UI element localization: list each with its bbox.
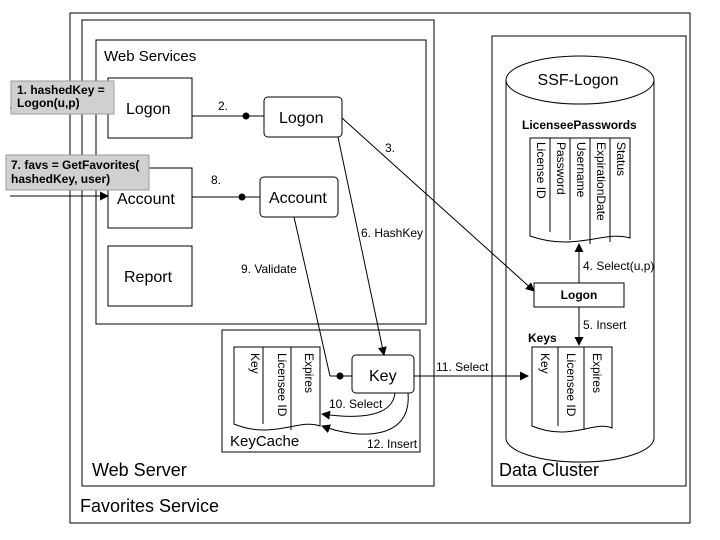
- callout-step-7-line-2: hashedKey, user): [11, 172, 110, 186]
- account-service-label: Account: [117, 191, 175, 208]
- report-service-box: [107, 245, 193, 307]
- callout-step-1-line-2: Logon(u,p): [17, 96, 80, 110]
- step-6-label: 6. HashKey: [361, 226, 423, 240]
- logon-impl-label: Logon: [279, 110, 324, 127]
- logon-db-label: Logon: [561, 288, 598, 302]
- lp-column-username: Username: [574, 142, 588, 198]
- licensee-passwords-table: [529, 137, 631, 243]
- web-server-label: Web Server: [92, 460, 187, 480]
- step-9-label: 9. Validate: [241, 262, 297, 276]
- callout-step-1-box: [10, 80, 115, 115]
- logon-impl-box: [263, 96, 343, 138]
- keycache-column-key: Key: [248, 353, 262, 374]
- licensee-passwords-title: LicenseePasswords: [522, 118, 637, 132]
- keys-title: Keys: [528, 331, 557, 345]
- keycache-column-licensee-id: Licensee ID: [275, 353, 289, 417]
- callout-step-7-box: [5, 154, 150, 191]
- step-3-label: 3.: [385, 141, 395, 155]
- keys-column-key: Key: [538, 353, 552, 374]
- lp-column-expiration-date: ExpirationDate: [594, 142, 608, 221]
- callout-step-1-line-1: 1. hashedKey =: [17, 83, 105, 97]
- key-impl-label: Key: [369, 368, 397, 385]
- step-2-label: 2.: [218, 99, 228, 113]
- logon-service-box: [107, 77, 193, 139]
- step-10-wire: [321, 392, 396, 420]
- step-10-label: 10. Select: [329, 397, 383, 411]
- step-12-wire: [321, 392, 409, 435]
- keycache-table: [233, 346, 321, 431]
- data-cluster-label: Data Cluster: [499, 460, 599, 480]
- step-6-wire: [337, 136, 387, 356]
- lp-column-license-id: License ID: [534, 142, 548, 199]
- step-11-label: 11. Select: [436, 360, 489, 374]
- keys-column-licensee-id: Licensee ID: [564, 353, 578, 417]
- keys-column-expires: Expires: [590, 353, 604, 393]
- lp-column-password: Password: [554, 142, 568, 195]
- step-12-label: 12. Insert: [367, 437, 418, 451]
- lp-column-status: Status: [614, 142, 628, 176]
- step-5-label: 5. Insert: [583, 318, 627, 332]
- logon-service-label: Logon: [126, 101, 171, 118]
- callout-step-7-line-1: 7. favs = GetFavorites(: [11, 158, 139, 172]
- favorites-service-label: Favorites Service: [80, 496, 219, 516]
- step-4-label: 4. Select(u,p): [583, 259, 654, 273]
- step-3-wire: [341, 117, 535, 292]
- keycache-column-expires: Expires: [302, 353, 316, 393]
- keycache-label: KeyCache: [230, 433, 299, 450]
- step-8-label: 8.: [211, 173, 221, 187]
- account-impl-label: Account: [269, 190, 327, 207]
- web-services-label: Web Services: [104, 48, 196, 65]
- report-service-label: Report: [124, 269, 173, 286]
- step-9-wire: [293, 216, 331, 377]
- database-name: SSF-Logon: [538, 72, 619, 89]
